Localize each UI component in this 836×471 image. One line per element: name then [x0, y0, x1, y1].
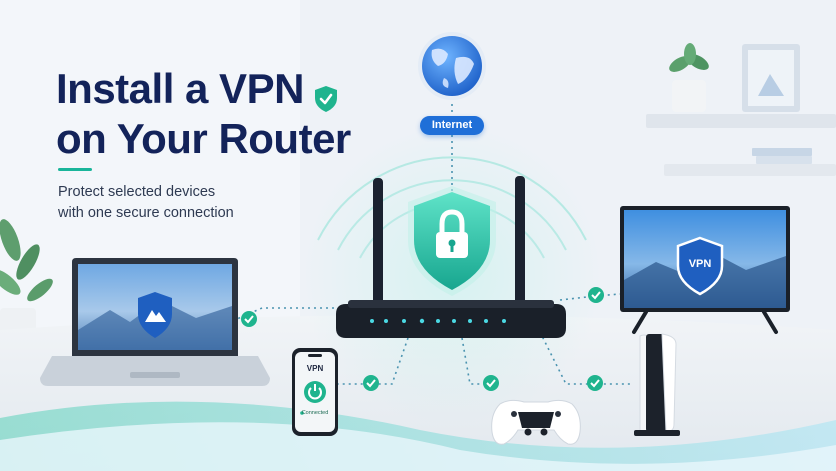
- subtitle-line-1: Protect selected devices: [58, 184, 216, 200]
- internet-label: Internet: [420, 116, 484, 135]
- subtitle-line-2: with one secure connection: [58, 205, 234, 221]
- subtitle: Protect selected devices with one secure…: [58, 182, 298, 224]
- tv-vpn-label: VPN: [688, 258, 712, 270]
- title-line-2: on Your Router: [56, 115, 351, 162]
- headline: Install a VPN on Your Router: [56, 64, 386, 164]
- device-check-marks: [241, 287, 604, 391]
- phone-connected-status: Connected: [301, 410, 329, 416]
- title-line-1: Install a VPN: [56, 65, 304, 112]
- page-title: Install a VPN on Your Router: [56, 64, 386, 164]
- phone-vpn-label: VPN: [306, 364, 324, 373]
- accent-divider: [58, 168, 92, 171]
- shield-check-icon: [314, 74, 338, 112]
